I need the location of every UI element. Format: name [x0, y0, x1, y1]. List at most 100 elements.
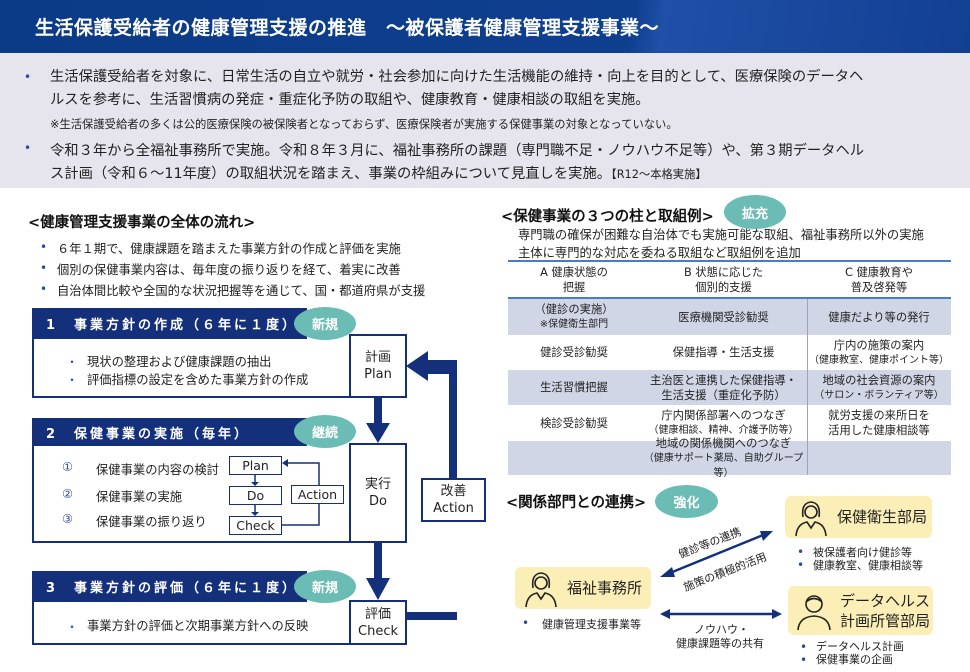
header-banner	[0, 0, 970, 53]
table-row-shade	[508, 299, 951, 335]
bullet-icon: ・	[66, 620, 79, 634]
table-cell-line: （健康相談、精神、介護予防等）	[648, 425, 799, 436]
table-top-rule	[508, 260, 951, 262]
arrow-check-to-action	[406, 360, 457, 620]
step2-item: 保健事業の振り返り	[96, 515, 207, 529]
pdca-action-ja: 改善	[440, 484, 467, 499]
step2-item: 保健事業の内容の検討	[96, 463, 219, 477]
mini-do-box: Do	[229, 486, 282, 505]
pdca-plan-ja: 計画	[364, 350, 391, 365]
table-cell: 地域の関係機関へのつなぎ （健康サポート薬局、自助グループ等）	[640, 437, 807, 479]
table-cell-line: 地域の関係機関へのつなぎ	[655, 436, 792, 450]
table-cell-line: 検診受診勧奨	[540, 416, 608, 430]
step1-title: 1 事業方針の作成（６年に１度）	[32, 308, 307, 339]
table-cell-line: （健康サポート薬局、自助グループ等）	[643, 452, 804, 479]
welfare-item: 健康管理支援事業等	[542, 618, 641, 631]
datahealth-item: 保健事業の企画	[816, 653, 893, 666]
arrow-do-to-check	[374, 542, 382, 580]
step3-badge: 新規	[294, 570, 356, 603]
health-item: 健康教室、健康相談等	[813, 559, 923, 572]
datahealth-dept-box: データヘルス計画所管部局	[788, 586, 933, 635]
table-cell	[807, 441, 951, 475]
table-cell: （健診の実施） ※保健衛生部門	[508, 299, 640, 335]
table-cell-line: 健康だより等の発行	[828, 310, 930, 324]
table-header-cell: B 状態に応じた個別的支援	[640, 262, 807, 297]
table-header-cell-line: C 健康教育や	[845, 265, 913, 279]
arrow-head	[366, 423, 390, 443]
table-header-cell: A 健康状態の把握	[508, 262, 640, 297]
table-cell: 庁内の施策の案内 （健康教室、健康ポイント等）	[807, 335, 951, 370]
table-cell: 医療機関受診勧奨	[640, 299, 807, 335]
pdca-do-ja: 実行	[364, 477, 391, 492]
step2-num: ②	[62, 487, 74, 501]
pillars-heading: <保健事業の３つの柱と取組例>	[501, 209, 714, 225]
table-cell: 健診受診勧奨	[508, 335, 640, 370]
intro-bullet2-line1: 令和３年から全福祉事務所で実施。令和８年３月に、福祉事務所の課題（専門職不足・ノ…	[50, 143, 865, 159]
table-header-cell-line: 把握	[562, 280, 586, 294]
bullet-icon: •	[24, 141, 32, 155]
bullet-icon: •	[40, 261, 48, 275]
table-cell-line: 医療機関受診勧奨	[678, 310, 769, 324]
step3-title: 3 事業方針の評価（６年に１度）	[32, 571, 307, 602]
table-cell-line: 活用した健康相談等	[828, 424, 930, 437]
table-cell-line: （サロン・ボランティア等）	[814, 389, 944, 401]
arrow-head	[760, 531, 773, 541]
bullet-icon: •	[797, 558, 805, 572]
bullet-icon: ・	[66, 355, 79, 369]
table-cell-line: 生活習慣把握	[540, 381, 608, 394]
flow-bullet: 個別の保健事業内容は、毎年度の振り返りを経て、着実に改善	[57, 263, 401, 277]
table-cell-line: 主治医と連携した保健指導・	[650, 373, 797, 387]
step1-body	[32, 337, 350, 398]
bullet-icon: •	[522, 616, 530, 630]
bullet-icon: •	[797, 545, 805, 559]
relations-badge: 強化	[655, 485, 718, 518]
table-col-divider	[807, 299, 808, 475]
pdca-check-en: Check	[358, 623, 398, 639]
health-dept-name: 保健衛生部局	[837, 508, 928, 526]
health-item: 被保護者向け健診等	[813, 546, 912, 559]
welfare-office-name: 福祉事務所	[567, 579, 643, 597]
link2-label: ノウハウ・	[694, 623, 749, 636]
bullet-icon: •	[800, 653, 808, 667]
page-title: 生活保護受給者の健康管理支援の推進 ～被保護者健康管理支援事業～	[35, 17, 660, 39]
bullet-icon: •	[40, 240, 48, 254]
woman-icon	[795, 501, 827, 537]
table-cell-line: ※保健衛生部門	[539, 319, 609, 330]
table-cell: 生活習慣把握	[508, 370, 640, 405]
pillars-desc: 専門職の確保が困難な自治体でも実施可能な取組、福祉事務所以外の実施	[518, 228, 924, 242]
pillars-badge: 拡充	[724, 195, 786, 229]
table-cell: 庁内関係部署へのつなぎ（健康相談、精神、介護予防等）	[640, 405, 807, 441]
intro-bullet1-line1: 生活保護受給者を対象に、日常生活の自立や就労・社会参加に向けた生活機能の維持・向…	[50, 69, 864, 85]
intro-bullet2-tag: 【R12～本格実施】	[611, 168, 707, 181]
pdca-plan-en: Plan	[364, 367, 392, 382]
arrow-head-to-plan	[406, 351, 428, 381]
mini-check-box: Check	[229, 516, 282, 535]
flow-bullet: 自治体間比較や全国的な状況把握等を通じて、国・都道府県が支援	[57, 284, 426, 298]
step1-item: 評価指標の設定を含めた事業方針の作成	[87, 373, 309, 387]
bullet-icon: ・	[66, 373, 79, 387]
step2-body	[32, 445, 350, 543]
table-cell-line: 健診受診勧奨	[540, 346, 608, 359]
table-cell: 保健指導・生活支援	[640, 335, 807, 370]
datahealth-name-line: データヘルス	[840, 591, 931, 610]
intro-panel	[0, 53, 970, 188]
table-cell-line: （健診の実施）	[534, 303, 614, 316]
table-header-rule	[508, 297, 951, 299]
step1-item: 現状の整理および健康課題の抽出	[87, 355, 272, 369]
table-header-cell: C 健康教育や普及啓発等	[807, 262, 951, 297]
step2-num: ①	[62, 460, 74, 474]
table-cell: 健康だより等の発行	[807, 299, 951, 335]
table-cell-line: 庁内の施策の案内	[833, 338, 925, 352]
relations-heading: <関係部門との連携>	[506, 495, 647, 511]
woman-icon	[525, 572, 557, 608]
pdca-action-en: Action	[433, 501, 474, 516]
table-header-cell-line: A 健康状態の	[540, 265, 608, 279]
table-cell-line: （健康教室、健康ポイント等）	[809, 354, 949, 366]
table-header-cell-line: 個別的支援	[695, 280, 752, 294]
man-icon	[797, 594, 831, 630]
bullet-icon: •	[40, 282, 48, 296]
table-cell-line: 生活支援（重症化予防）	[661, 388, 786, 402]
intro-bullet2-text: ス計画（令和６～11年度）の取組状況を踏まえ、事業の枠組みについて見直しを実施。	[50, 166, 612, 182]
